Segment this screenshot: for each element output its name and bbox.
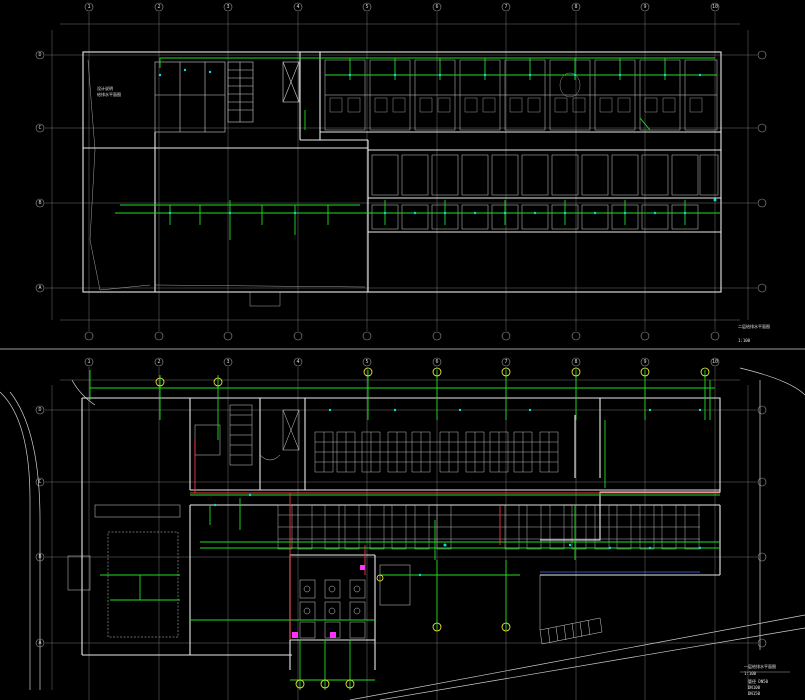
axis-bubble: 9 [640,2,650,12]
axis-label: 4 [296,359,299,365]
axis-label: 8 [574,4,577,10]
axis-label: 6 [435,4,438,10]
axis-bubble: 4 [293,357,303,367]
axis-label: D [38,52,41,58]
axis-bubble: 3 [223,2,233,12]
axis-label: C [38,479,41,485]
axis-bubble: A [35,283,45,293]
axis-bubble: 7 [501,2,511,12]
axis-bubble: 8 [571,357,581,367]
axis-label: B [38,200,41,206]
lower-site-boundary [0,367,805,700]
axis-bubble: D [35,405,45,415]
axis-label: 1 [87,359,90,365]
upper-fixtures-top [329,72,703,113]
drawing-title: 一层给排水平面图 [744,663,776,669]
lower-axis-top: 1 2 3 4 5 6 7 8 9 10 [84,357,720,367]
axis-bubble: 10 [710,357,720,367]
axis-bubble: 7 [501,357,511,367]
lower-ramp [539,575,603,645]
lower-grid [45,367,757,700]
axis-label: 8 [574,359,577,365]
upper-axis-bottom [84,331,720,341]
lower-cyan-marks [213,408,702,577]
upper-core [154,61,300,133]
axis-label: 1 [87,4,90,10]
axis-bubble: 10 [710,2,720,12]
upper-rooms-mid [371,154,719,230]
drawing-title: 二层给排水平面图 [738,323,770,329]
axis-label: 4 [296,4,299,10]
axis-bubble: 2 [154,357,164,367]
room-note-line: 给排水平面图 [97,91,121,97]
upper-walls [82,51,722,293]
axis-label: 5 [365,359,368,365]
lower-upper-desks [314,431,559,473]
axis-bubble: 5 [362,2,372,12]
axis-bubble: C [35,477,45,487]
axis-bubble: 2 [154,2,164,12]
drawing-scale: 1:100 [744,671,757,676]
axis-bubble: 9 [640,357,650,367]
lower-plan: 1 2 3 4 5 6 7 8 9 10 D C B A [0,357,805,700]
note-line: DN150 [748,691,761,696]
axis-label: 9 [643,4,646,10]
axis-label: 5 [365,4,368,10]
upper-water-supply [115,57,720,240]
upper-rooms-top [324,59,718,131]
axis-bubble: C [35,123,45,133]
lower-annotations: 一层给排水平面图 1:100 管径 DN50 DN100 DN150 [740,663,790,696]
axis-bubble: 6 [432,357,442,367]
upper-annotations: 设计说明 给排水平面图 二层给排水平面图 1:100 [97,85,770,343]
axis-label: 9 [643,359,646,365]
lower-drain [190,440,720,640]
axis-label: 6 [435,359,438,365]
lower-walls [81,397,721,670]
axis-label: 10 [712,359,718,365]
drawing-scale: 1:100 [738,338,751,343]
axis-bubble: 4 [293,2,303,12]
axis-label: 7 [504,359,507,365]
axis-label: 3 [226,359,229,365]
axis-bubble: 5 [362,357,372,367]
note-line: DN100 [748,685,761,690]
axis-bubble: 3 [223,357,233,367]
lower-water-supply [89,370,720,690]
axis-label: C [38,125,41,131]
axis-bubble: D [35,50,45,60]
upper-cyan-marks [158,68,717,215]
lower-lower-desks [277,504,700,550]
axis-label: 10 [712,4,718,10]
room-note-line: 设计说明 [97,85,113,91]
axis-label: A [38,285,41,291]
axis-label: 2 [157,4,160,10]
axis-label: 7 [504,4,507,10]
upper-axis-top: 1 2 3 4 5 6 7 8 9 10 [84,2,720,12]
axis-bubble: 1 [84,357,94,367]
lower-magenta-fixtures [292,565,365,638]
lower-left-rooms [67,404,300,638]
lower-toilet-block [299,564,411,639]
axis-bubble: 8 [571,2,581,12]
axis-bubble: B [35,198,45,208]
axis-label: D [38,407,41,413]
upper-axis-side: D C B A [35,50,767,293]
axis-label: 2 [157,359,160,365]
axis-bubble: 6 [432,2,442,12]
axis-label: 3 [226,4,229,10]
note-line: 管径 DN50 [748,678,769,684]
axis-bubble: 1 [84,2,94,12]
upper-hall-lines [87,59,366,307]
upper-plan: 1 2 3 4 5 6 7 8 9 10 D C B A [35,2,770,343]
lower-equipment [155,367,710,689]
